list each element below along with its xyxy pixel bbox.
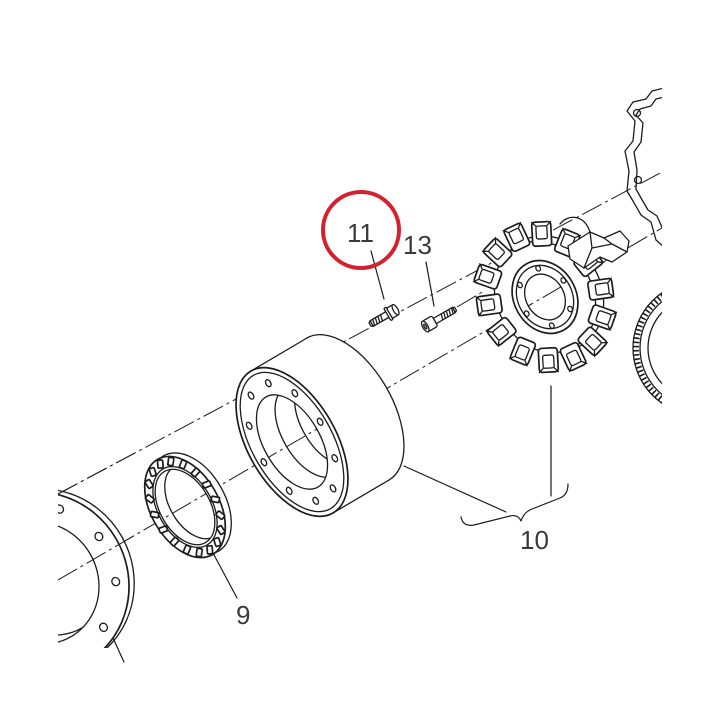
stator-hub-hole [535,265,542,272]
flange-bore [58,521,100,645]
flange-bolt-hole [111,576,121,587]
stator-hub-hole [516,281,523,289]
ring-gear [632,292,662,404]
clutch-bore [154,468,216,546]
rotor-cup-bottom [293,382,343,466]
rotor-bolt-hole [316,417,324,426]
stator-hub-hole [523,310,530,317]
rotor-bolt-hole [247,391,255,400]
stator-coil [485,316,517,347]
flange-bolt-hole [58,504,65,514]
flange-bolt-holes [58,504,121,633]
clutch-roller [144,493,155,504]
leader-line-9 [212,552,238,599]
stator-coil [472,263,503,290]
stator-hub-hole [560,277,567,284]
flange-bolt-hole [98,622,109,633]
rotor-bolt-holes [245,379,339,505]
bolt-11 [368,303,400,327]
rotor-bolt-hole [264,379,272,388]
rotor-bolt-hole [291,389,299,398]
clutch-roller [195,547,204,558]
assembly-brace-10 [460,483,569,526]
highlight-circle [321,190,401,270]
stator-hub-hole [548,322,555,329]
rotor-chamfer [239,371,345,513]
clutch-roller [206,544,214,555]
clutch-roller [144,478,154,490]
bolt-13-axis-line [456,290,485,308]
stator [472,216,630,374]
rotor-bolt-hole [285,486,293,495]
stator-hub-hole [567,305,574,313]
rotor-bolt-hole [312,496,320,505]
engine-case-outline [624,87,662,247]
stator-coil [577,326,609,358]
case-bolt-hole [633,175,643,185]
leader-line-13 [425,261,435,307]
stator-hub-holes [516,265,574,329]
stator-coil [508,336,537,367]
stator-bore [523,273,567,321]
stator-coil [587,304,618,331]
rotor-bottom-edge [332,479,390,514]
rotor-bore [255,394,329,490]
clutch-roller [156,459,164,470]
stator-hub-rim [515,264,575,330]
housing-flange [58,488,135,648]
flange-front-face [58,491,130,648]
case-bolt-hole [632,108,642,118]
clutch-roller [148,466,157,478]
callout-10[interactable]: 10 [520,525,549,555]
clutch-inner-rim [152,465,218,549]
stator-coil [559,341,588,373]
rotor-top-edge [250,337,308,372]
clutch-roller [216,524,226,536]
rotor-bolt-hole [260,458,268,467]
rotor-bolt-hole [329,484,337,493]
bolt-axis-line [57,171,663,495]
clutch-roller [166,456,175,467]
stator-coil [537,346,560,374]
flange-bolt-hole [94,531,104,542]
callout-9[interactable]: 9 [236,600,250,630]
starter-clutch-ring [142,452,232,559]
stator-coil [587,277,615,301]
stator-wire-connector [559,216,630,269]
clutch-roller [215,510,226,521]
stator-coil [481,236,513,268]
clutch-roller [213,536,222,548]
callout-13[interactable]: 13 [403,230,432,260]
rotor-bolt-hole [245,421,253,430]
stator-coil [502,221,531,253]
stator-coils [472,220,618,374]
stator-coil [475,293,503,317]
callout-11[interactable]: 11 [347,218,374,248]
flange-leader-line [112,637,125,663]
rotor-bolt-hole [331,454,339,463]
stator-coil [530,220,553,248]
bolt-13 [420,306,458,333]
leader-line-10-rotor [403,465,507,513]
rotor [235,334,405,518]
leader-line-11 [370,250,385,300]
